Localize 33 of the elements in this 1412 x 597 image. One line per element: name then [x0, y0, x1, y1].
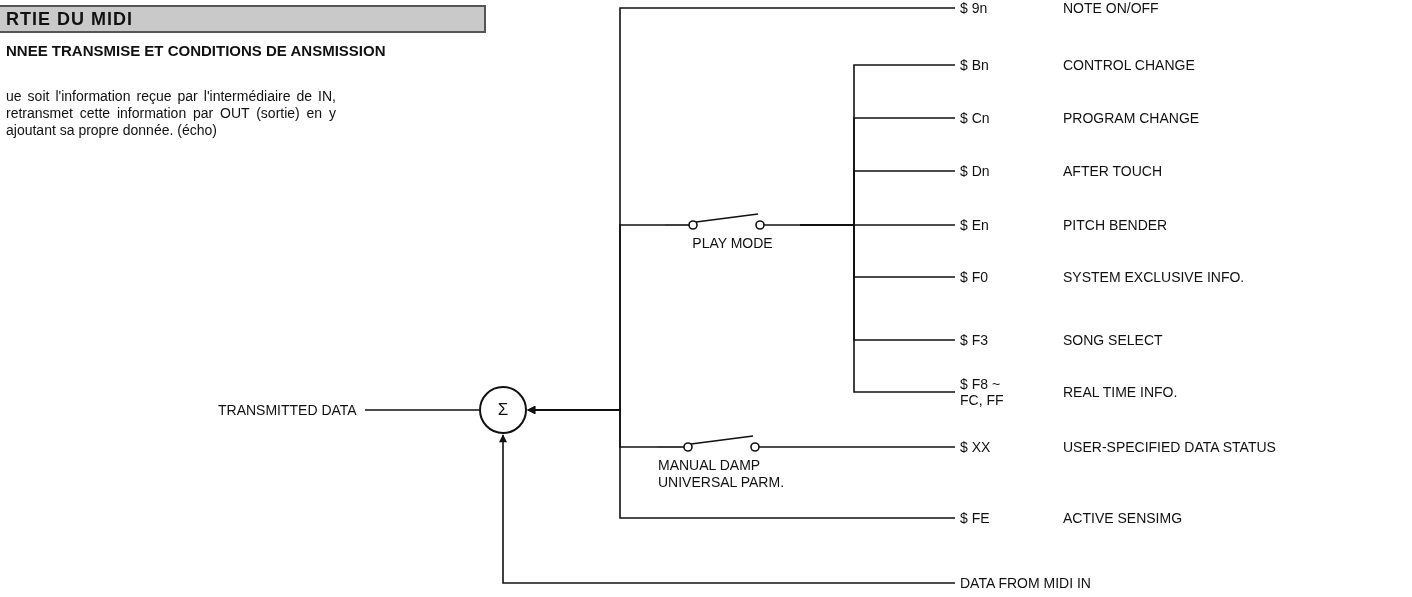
status-code: $ XX [960, 439, 991, 455]
status-code: $ F8 ~ FC, FF [960, 376, 1005, 408]
signal-label: DATA FROM MIDI IN [955, 575, 1155, 591]
switch-label: MANUAL DAMP UNIVERSAL PARM. [658, 457, 786, 491]
status-code: $ F3 [960, 332, 988, 348]
message-description: SONG SELECT [1063, 332, 1163, 348]
signal-label: TRANSMITTED DATA [213, 402, 365, 418]
message-description: USER-SPECIFIED DATA STATUS [1063, 439, 1276, 455]
arrow [499, 434, 956, 584]
connector-line [799, 446, 956, 448]
section-title-bar: RTIE DU MIDI [0, 5, 486, 33]
status-code: $ F0 [960, 269, 988, 285]
section-heading: NNEE TRANSMISE ET CONDITIONS DE ANSMISSION [6, 42, 387, 60]
connector-line [799, 224, 956, 393]
message-description: REAL TIME INFO. [1063, 384, 1178, 400]
message-description: SYSTEM EXCLUSIVE INFO. [1063, 269, 1245, 285]
message-description: PITCH BENDER [1063, 217, 1168, 233]
summing-junction: Σ [479, 386, 527, 434]
switch-label: PLAY MODE [691, 235, 774, 252]
status-code: $ En [960, 217, 989, 233]
connector-line [364, 409, 480, 411]
body-paragraph: ue soit l'information reçue par l'intermédiaire de IN, retransmet cette information par OUT (sortie) en y ajoutant sa propre donnée. (écho) [6, 88, 336, 139]
status-code: $ FE [960, 510, 990, 526]
status-code: $ Dn [960, 163, 990, 179]
message-description: AFTER TOUCH [1063, 163, 1163, 179]
arrow [527, 406, 956, 519]
message-description: CONTROL CHANGE [1063, 57, 1195, 73]
message-description: NOTE ON/OFF [1063, 0, 1159, 16]
message-description: PROGRAM CHANGE [1063, 110, 1200, 126]
status-code: $ Cn [960, 110, 990, 126]
status-code: $ Bn [960, 57, 989, 73]
message-description: ACTIVE SENSIMG [1063, 510, 1183, 526]
status-code: $ 9n [960, 0, 988, 16]
